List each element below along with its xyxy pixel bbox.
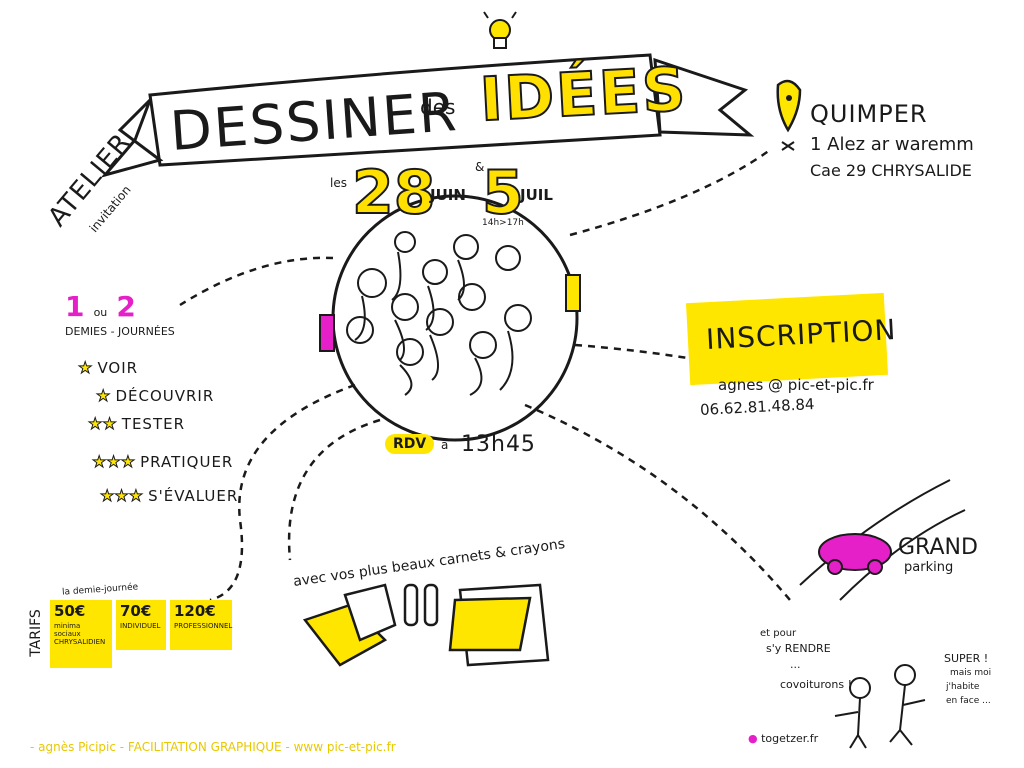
ribbon-left-tail	[100, 98, 164, 178]
sessions-or: ou	[93, 306, 108, 319]
inscription-email[interactable]: agnes @ pic-et-pic.fr	[718, 376, 874, 394]
activity-item: ★ VOIR	[77, 358, 139, 378]
star-icon: ★★	[88, 414, 118, 434]
covoit-site[interactable]: ● togetzer.fr	[748, 732, 818, 745]
tarifs-label: TARIFS	[27, 609, 44, 657]
activity-label: VOIR	[97, 359, 139, 377]
activity-label: TESTER	[121, 415, 186, 433]
dates-and: &	[475, 160, 485, 174]
road-sketch	[799, 479, 966, 601]
covoit-line2: s'y RENDRE	[766, 642, 831, 655]
car-icon	[818, 533, 892, 575]
location-pin-icon	[776, 79, 802, 151]
covoit-line3: covoiturons !	[780, 678, 852, 691]
activity-item: ★★★ S'ÉVALUER	[99, 486, 239, 506]
activity-label: PRATIQUER	[140, 453, 234, 471]
pens-icon	[403, 583, 439, 627]
sessions-one: 1	[65, 290, 85, 323]
covoit-reply4: en face ...	[946, 696, 991, 706]
covoit-block: et pour s'y RENDRE ... covoiturons ! ● t…	[748, 628, 1020, 758]
sessions-block: 1 ou 2 DEMIES - JOURNÉES	[65, 290, 205, 338]
activity-item: ★★ TESTER	[88, 414, 186, 434]
parking-label: parking	[904, 560, 954, 575]
dashed-line-inscription	[574, 343, 701, 362]
yellow-pencil-icon	[565, 274, 581, 312]
dashed-line-materials	[287, 418, 381, 561]
people-sketch	[346, 231, 532, 396]
dates-hours: 14h>17h	[482, 218, 524, 228]
notebook-icon	[302, 583, 397, 667]
date-day1: 28	[351, 157, 436, 229]
location-block: QUIMPER 1 Alez ar waremm Cae 29 CHRYSALI…	[810, 100, 1010, 180]
tarif-price: 70€	[120, 602, 152, 620]
ribbon-right-tail	[653, 57, 755, 137]
date-month1: JUIN	[430, 186, 466, 204]
rdv-label: RDV	[385, 434, 435, 454]
location-address: 1 Alez ar waremm	[810, 134, 974, 155]
tarif-desc: INDIVIDUEL	[120, 622, 161, 630]
tarifs-block: TARIFS la demie-journée 50€ minima socia…	[20, 582, 232, 675]
activities-list: ★ VOIR ★ DÉCOUVRIR ★★ TESTER ★★★ PRATIQU…	[77, 358, 278, 518]
sessions-label: DEMIES - JOURNÉES	[65, 325, 175, 338]
ribbon-banner	[148, 53, 662, 167]
tarif-desc: PROFESSIONNEL	[174, 622, 233, 630]
star-icon: ★★★	[91, 452, 136, 472]
covoit-reply2: mais moi	[950, 668, 992, 678]
activity-label: S'ÉVALUER	[148, 487, 239, 505]
car-small-icon: ●	[748, 732, 758, 745]
dashed-line-parking	[524, 403, 791, 601]
location-venue: Cae 29 CHRYSALIDE	[810, 161, 972, 180]
rdv-time: 13h45	[461, 432, 536, 457]
stick-figures	[834, 664, 926, 749]
covoit-site-label: togetzer.fr	[761, 732, 819, 745]
star-icon: ★	[95, 386, 111, 406]
magenta-pencil-icon	[319, 314, 335, 352]
dashed-line-location	[569, 148, 771, 237]
activity-item: ★ DÉCOUVRIR	[95, 386, 215, 406]
title-idees: IDÉES	[477, 54, 690, 137]
covoit-reply1: SUPER !	[944, 652, 989, 665]
paper-stack-icon	[448, 583, 550, 667]
dates-les: les	[330, 176, 347, 190]
rdv-a: à	[441, 438, 449, 452]
banner: ATELIER invitation DESSINER des IDÉES	[20, 54, 780, 240]
parking-block: GRAND parking	[898, 535, 998, 575]
lightbulb-icon	[483, 11, 517, 49]
location-city: QUIMPER	[810, 100, 928, 128]
covoit-reply3: j'habite	[946, 682, 980, 692]
activity-label: DÉCOUVRIR	[115, 387, 215, 405]
tarif-price: 120€	[174, 602, 216, 620]
sessions-two: 2	[116, 290, 136, 323]
dates: les 28 JUIN & 5 JUIL 14h>17h	[330, 157, 570, 230]
footer-credit: - agnès Picipic - FACILITATION GRAPHIQUE…	[30, 740, 396, 754]
atelier-label: ATELIER	[42, 127, 138, 233]
covoit-line1: et pour	[760, 628, 797, 639]
dashed-line-sessions	[179, 256, 334, 307]
activity-item: ★★★ PRATIQUER	[91, 452, 234, 472]
star-icon: ★★★	[99, 486, 144, 506]
parking-grand: GRAND	[898, 535, 978, 560]
covoit-dots: ...	[790, 658, 801, 671]
title-connector: des	[420, 95, 456, 119]
tarifs-subtitle: la demie-journée	[61, 582, 139, 598]
date-month2: JUIL	[520, 186, 553, 204]
tarif-desc: minima sociaux CHRYSALIDIEN	[54, 622, 106, 646]
tarif-card: 50€ minima sociaux CHRYSALIDIEN	[50, 600, 112, 668]
title-dessiner: DESSINER	[168, 80, 461, 163]
tarif-card: 70€ INDIVIDUEL	[116, 600, 166, 650]
date-day2: 5	[481, 157, 525, 229]
tarif-card: 120€ PROFESSIONNEL	[170, 600, 232, 650]
tarif-price: 50€	[54, 602, 86, 620]
rdv-block: RDV à 13h45	[385, 432, 545, 462]
star-icon: ★	[77, 358, 93, 378]
